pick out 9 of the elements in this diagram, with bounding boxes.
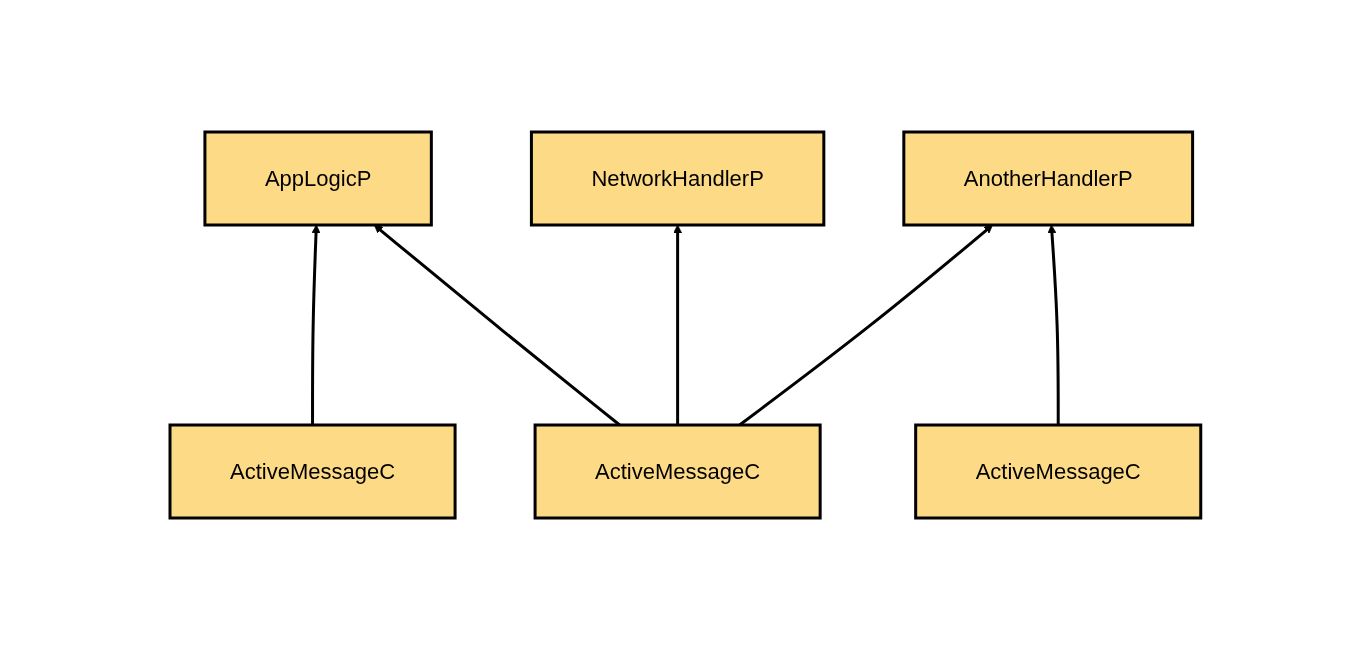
arrow — [1047, 224, 1060, 425]
node-box: ActiveMessageC — [533, 423, 822, 519]
arrow — [672, 224, 682, 425]
node-box: AnotherHandlerP — [901, 130, 1194, 226]
node-box: ActiveMessageC — [913, 423, 1202, 519]
node-box: NetworkHandlerP — [529, 130, 825, 226]
node-box: ActiveMessageC — [168, 423, 457, 519]
node-box: AppLogicP — [203, 130, 433, 226]
arrow — [310, 224, 321, 425]
